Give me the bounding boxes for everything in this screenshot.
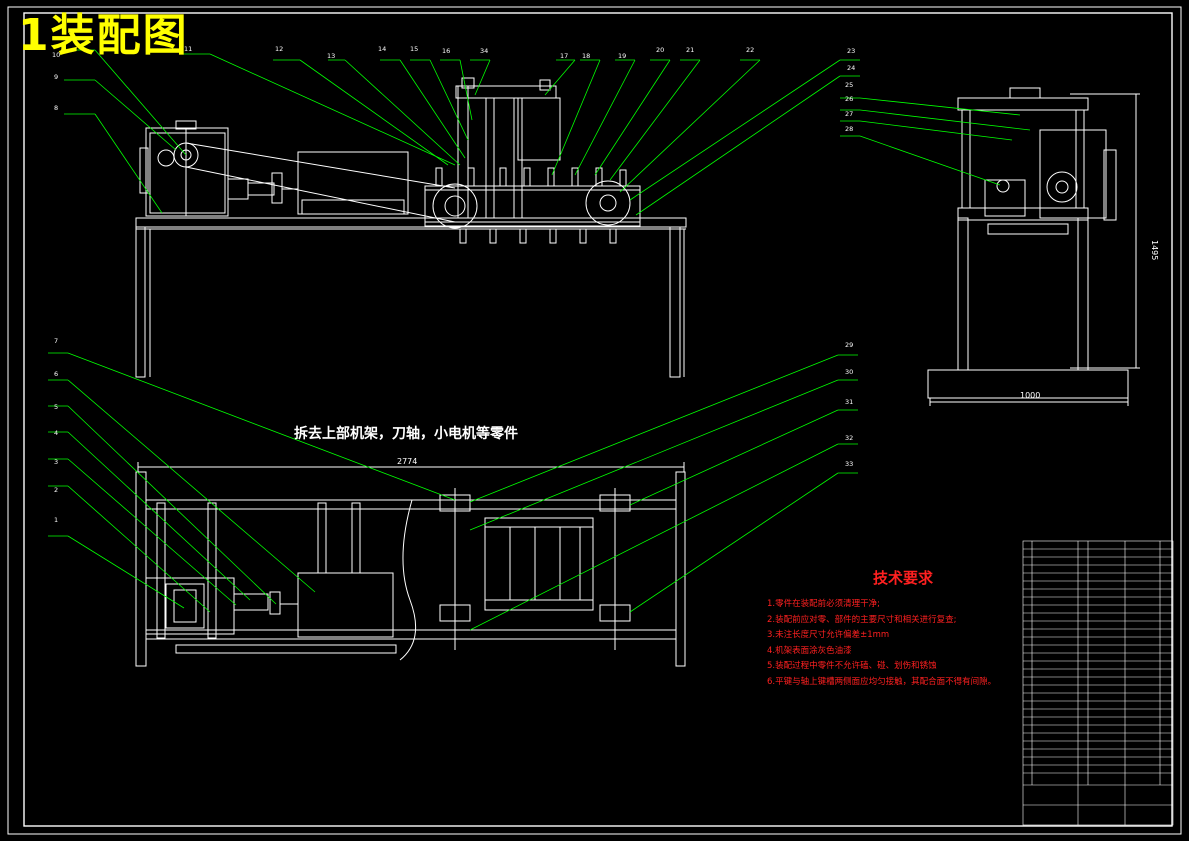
label-9: 9 [54,73,58,81]
side-view [927,87,1140,406]
label-3: 3 [54,458,58,466]
tech-req-item: 3.未注长度尺寸允许偏差±1mm [767,630,890,640]
drawing-title: 1装配图 [18,10,189,61]
dim-overall-length: 2774 [397,457,417,466]
label-4: 4 [54,429,58,437]
label-27: 27 [845,110,853,118]
label-5: 5 [54,403,58,411]
leader-lines [48,49,1031,631]
label-34: 34 [480,47,488,55]
label-18: 18 [582,52,590,60]
label-12: 12 [275,45,283,53]
tech-req-item: 4.机架表面涂灰色油漆 [767,645,852,656]
label-23: 23 [847,47,855,55]
label-13: 13 [327,52,335,60]
label-16: 16 [442,47,450,55]
tech-req-item: 1.零件在装配前必须清理干净; [767,599,880,609]
label-24: 24 [847,64,855,72]
label-32: 32 [845,434,853,442]
dim-width: 1000 [1020,391,1040,400]
label-8: 8 [54,104,58,112]
label-30: 30 [845,368,853,376]
label-22: 22 [746,46,754,54]
part-labels: 10 11 12 13 14 15 16 34 17 18 19 20 21 2… [52,45,855,524]
tech-req-item: 6.平键与轴上键槽两侧面应均匀接触，其配合面不得有间隙。 [767,676,997,687]
front-view [135,77,687,378]
tech-req-item: 5.装配过程中零件不允许磕、碰、划伤和锈蚀 [767,661,937,671]
label-21: 21 [686,46,694,54]
label-15: 15 [410,45,418,53]
outer-border [7,6,1182,835]
label-10: 10 [52,51,60,59]
label-2: 2 [54,486,58,494]
label-19: 19 [618,52,626,60]
label-33: 33 [845,460,853,468]
section-note: 拆去上部机架，刀轴，小电机等零件 [294,426,518,442]
tech-req-list: 1.零件在装配前必须清理干净; 2.装配前应对零、部件的主要尺寸和相关进行复查;… [767,597,996,690]
label-31: 31 [845,398,853,406]
label-11: 11 [184,45,192,53]
label-14: 14 [378,45,386,53]
tech-req-heading: 技术要求 [873,569,934,587]
plan-view [135,462,686,667]
label-7: 7 [54,337,58,345]
label-29: 29 [845,341,853,349]
tech-req-item: 2.装配前应对零、部件的主要尺寸和相关进行复查; [767,614,957,625]
dim-height: 1495 [1150,240,1159,260]
label-26: 26 [845,95,853,103]
label-28: 28 [845,125,853,133]
label-17: 17 [560,52,568,60]
label-20: 20 [656,46,664,54]
label-25: 25 [845,81,853,89]
inner-border [23,12,1173,827]
label-1: 1 [54,516,58,524]
label-6: 6 [54,370,58,378]
parts-list-table [1022,540,1174,826]
